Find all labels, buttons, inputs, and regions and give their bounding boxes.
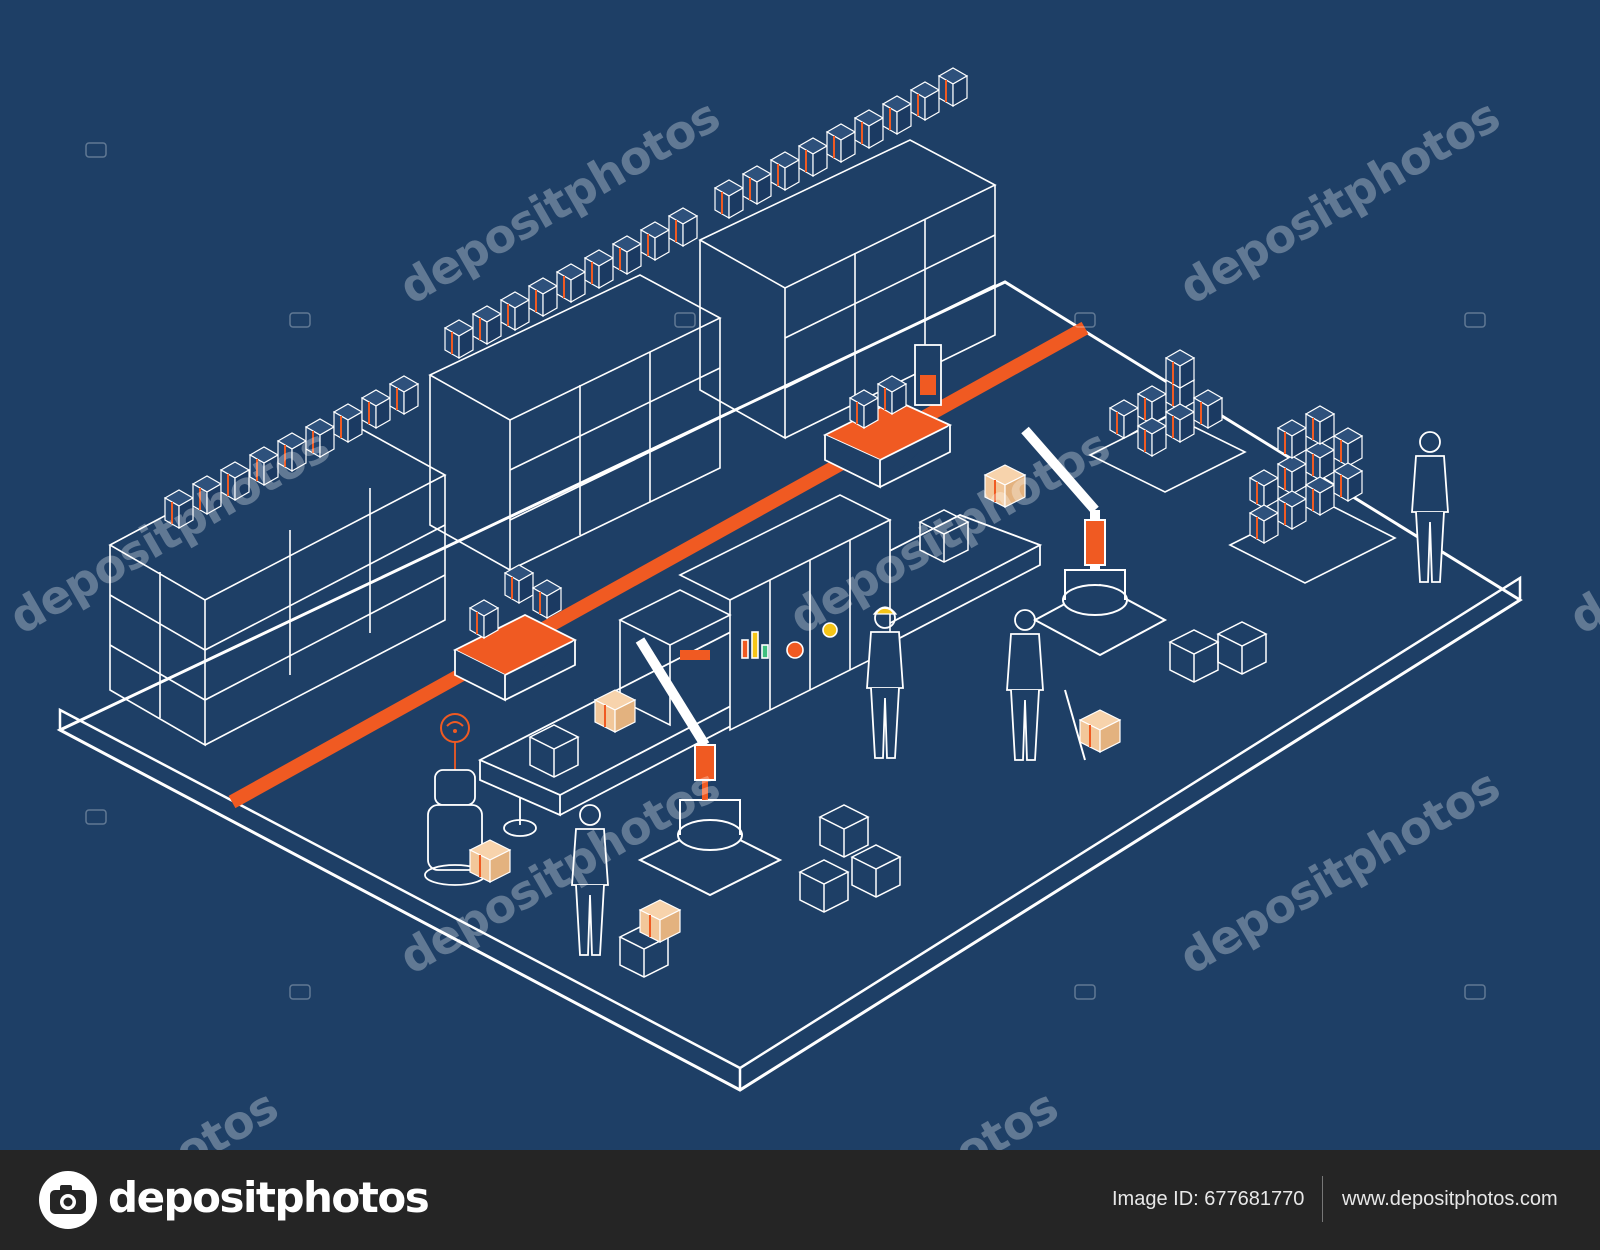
image-id-label: Image ID: bbox=[1112, 1188, 1199, 1210]
control-panel bbox=[618, 494, 892, 732]
robot-arm-left bbox=[635, 637, 783, 897]
image-id-value: 677681770 bbox=[1204, 1188, 1305, 1210]
robot-arm-right bbox=[1021, 426, 1168, 657]
warehouse-illustration: depositphotos depositphotos depositphoto… bbox=[0, 67, 1600, 1212]
agv-robot-left bbox=[452, 564, 578, 702]
service-robot bbox=[424, 713, 511, 886]
isometric-warehouse-scene bbox=[56, 67, 1523, 1092]
footer-bar: depositphotos Image ID: 677681770 www.de… bbox=[0, 1150, 1600, 1250]
right-pallets bbox=[1088, 349, 1397, 584]
agv-robot-right bbox=[822, 344, 953, 489]
orange-safety-line bbox=[228, 321, 1089, 809]
website-link[interactable]: www.depositphotos.com bbox=[1342, 1188, 1558, 1210]
brand-name: depositphotos bbox=[108, 1173, 430, 1222]
camera-watermark-marks bbox=[85, 142, 1486, 1000]
footer-separator bbox=[1322, 1176, 1323, 1222]
worker-with-helmet bbox=[866, 606, 904, 759]
camera-logo-icon bbox=[39, 1171, 97, 1229]
worker-with-hand-truck bbox=[1006, 609, 1121, 761]
image-id: Image ID: 677681770 bbox=[1112, 1184, 1304, 1214]
